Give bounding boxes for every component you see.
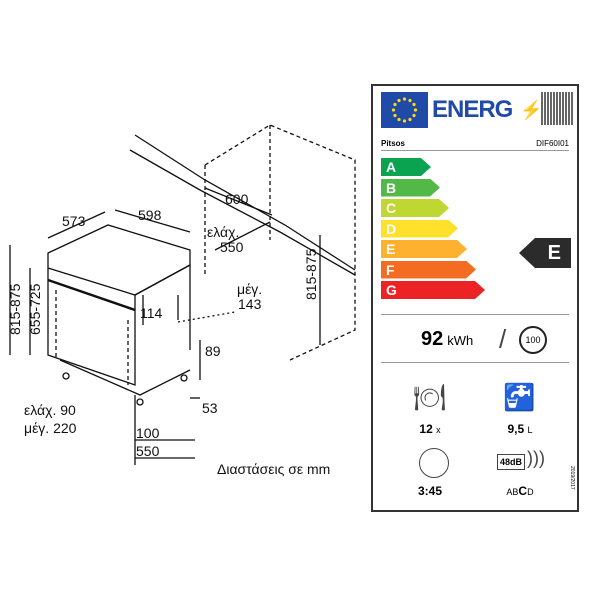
dim-max-label: μέγ. bbox=[237, 281, 262, 297]
energy-class-d: D bbox=[381, 220, 458, 238]
units-caption: Διαστάσεις σε mm bbox=[217, 461, 330, 477]
water-tap-icon: 🚰 bbox=[503, 382, 536, 412]
water-value: 9,5 bbox=[507, 422, 525, 436]
dim-573: 573 bbox=[62, 213, 86, 229]
dim-niche-min-550: 550 bbox=[220, 239, 244, 255]
dim-niche-height: 815-875 bbox=[303, 248, 319, 300]
noise-class-post: D bbox=[527, 487, 534, 497]
cycles-icon: 100 bbox=[519, 326, 547, 354]
dim-600: 600 bbox=[225, 191, 249, 207]
eu-star bbox=[412, 113, 416, 118]
dim-plinth-max: μέγ. 220 bbox=[24, 420, 77, 436]
energy-title: ENERG bbox=[432, 96, 513, 123]
eu-star bbox=[402, 119, 407, 123]
dim-plinth-min: ελάχ. 90 bbox=[24, 402, 76, 418]
rating-badge: E bbox=[519, 238, 571, 268]
dim-max-143: 143 bbox=[238, 296, 262, 312]
eu-star bbox=[393, 113, 397, 118]
energy-class-a: A bbox=[381, 158, 431, 176]
dim-left-height-inner: 655-725 bbox=[27, 283, 43, 335]
brand: Pitsos bbox=[381, 139, 406, 148]
divider bbox=[381, 362, 569, 363]
place-settings-unit: x bbox=[436, 425, 441, 435]
energy-class-g: G bbox=[381, 281, 485, 299]
qr-code-icon bbox=[541, 92, 573, 125]
noise-class: ABCD bbox=[485, 484, 555, 498]
energy-class-f: F bbox=[381, 261, 476, 279]
lightning-icon: ⚡ bbox=[520, 100, 543, 120]
eu-star bbox=[397, 98, 401, 103]
divider bbox=[381, 314, 569, 315]
regulation-number: 2019/2017 bbox=[569, 466, 575, 490]
dim-598: 598 bbox=[138, 207, 162, 223]
eu-star bbox=[408, 98, 412, 103]
model: DIF60I01 bbox=[536, 139, 569, 148]
dim-100: 100 bbox=[136, 425, 160, 441]
slash: / bbox=[499, 324, 507, 354]
divider bbox=[381, 150, 569, 151]
eu-star bbox=[393, 102, 397, 107]
eu-star bbox=[408, 117, 412, 122]
water-unit: L bbox=[527, 425, 533, 435]
eu-star bbox=[402, 97, 407, 101]
dishes-icon: 🍽 bbox=[413, 382, 447, 412]
energy-class-e: E bbox=[381, 240, 467, 258]
dim-left-height-outer: 815-875 bbox=[7, 283, 23, 335]
water-consumption: 9,5 L bbox=[485, 422, 555, 436]
eu-star bbox=[397, 117, 401, 122]
eu-star bbox=[391, 108, 396, 112]
noise-icon: 48dB bbox=[497, 454, 525, 470]
noise-class-active: C bbox=[518, 484, 528, 498]
clock-icon bbox=[419, 448, 449, 478]
duration: 3:45 bbox=[417, 484, 443, 498]
sound-waves-icon: ))) bbox=[527, 448, 545, 468]
energy-class-b: B bbox=[381, 179, 440, 197]
dim-114: 114 bbox=[140, 305, 163, 321]
dimension-drawing: 573 598 600 ελάχ. 550 815-875 μέγ. 143 1… bbox=[7, 124, 356, 477]
dim-53: 53 bbox=[202, 400, 218, 416]
dim-min-label: ελάχ. bbox=[207, 224, 239, 240]
eu-star bbox=[412, 102, 416, 107]
eu-flag-icon bbox=[381, 92, 428, 128]
dim-550: 550 bbox=[136, 443, 160, 459]
dim-89: 89 bbox=[205, 343, 221, 359]
place-settings: 12 x bbox=[395, 422, 465, 436]
energy-label-header: ENERG ⚡ bbox=[381, 92, 573, 128]
energy-value: 92 bbox=[421, 328, 444, 350]
noise-class-pre: AB bbox=[506, 487, 519, 497]
energy-unit: kWh bbox=[447, 333, 474, 348]
eu-star bbox=[413, 108, 418, 112]
energy-class-c: C bbox=[381, 199, 449, 217]
place-settings-value: 12 bbox=[419, 422, 433, 436]
